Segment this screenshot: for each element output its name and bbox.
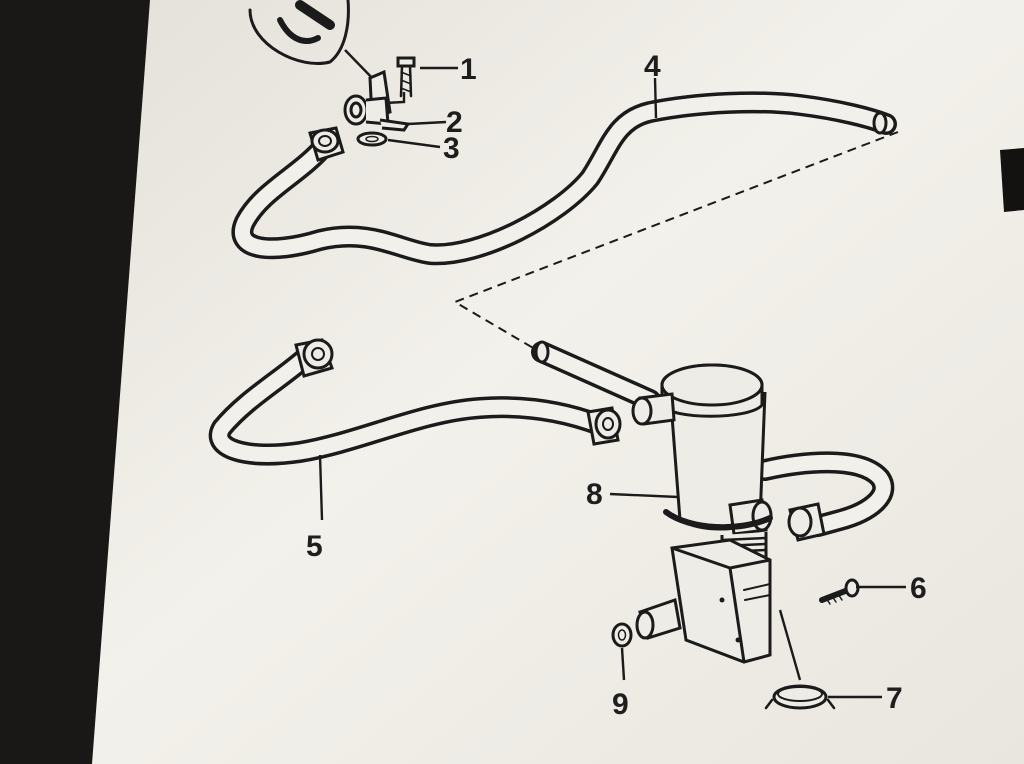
callout-7: 7 — [886, 682, 903, 715]
part-8-canister — [631, 363, 773, 562]
callout-5: 5 — [306, 530, 323, 563]
callout-8: 8 — [586, 478, 603, 511]
callout-labels: 1 2 3 4 5 6 7 8 9 — [306, 50, 927, 721]
callout-3: 3 — [443, 132, 460, 165]
part-7-hose-clamp — [764, 684, 836, 710]
connection-dash-line — [452, 131, 899, 353]
part-9-washer-hole — [617, 629, 627, 641]
part-6-screw — [819, 578, 860, 605]
part-9-washer — [611, 622, 633, 648]
callout-9: 9 — [612, 688, 629, 721]
part-2-elbow-fitting — [343, 69, 411, 132]
leader-lines — [318, 66, 906, 699]
callout-1: 1 — [460, 53, 477, 86]
canister-rear-hose — [754, 451, 895, 542]
callout-4: 4 — [644, 50, 661, 83]
part-1-bolt — [396, 56, 416, 98]
paper-sheet — [92, 0, 1024, 764]
short-tube — [531, 340, 661, 411]
part-5-lower-hose — [208, 338, 622, 466]
paper-edge-shadow — [1000, 148, 1024, 212]
base-block — [635, 538, 772, 664]
part-3-washer — [356, 131, 388, 147]
part-4-upper-hose — [231, 91, 897, 266]
callout-6: 6 — [910, 572, 927, 605]
part-3-washer-hole — [365, 135, 379, 143]
callout-2: 2 — [446, 106, 463, 139]
